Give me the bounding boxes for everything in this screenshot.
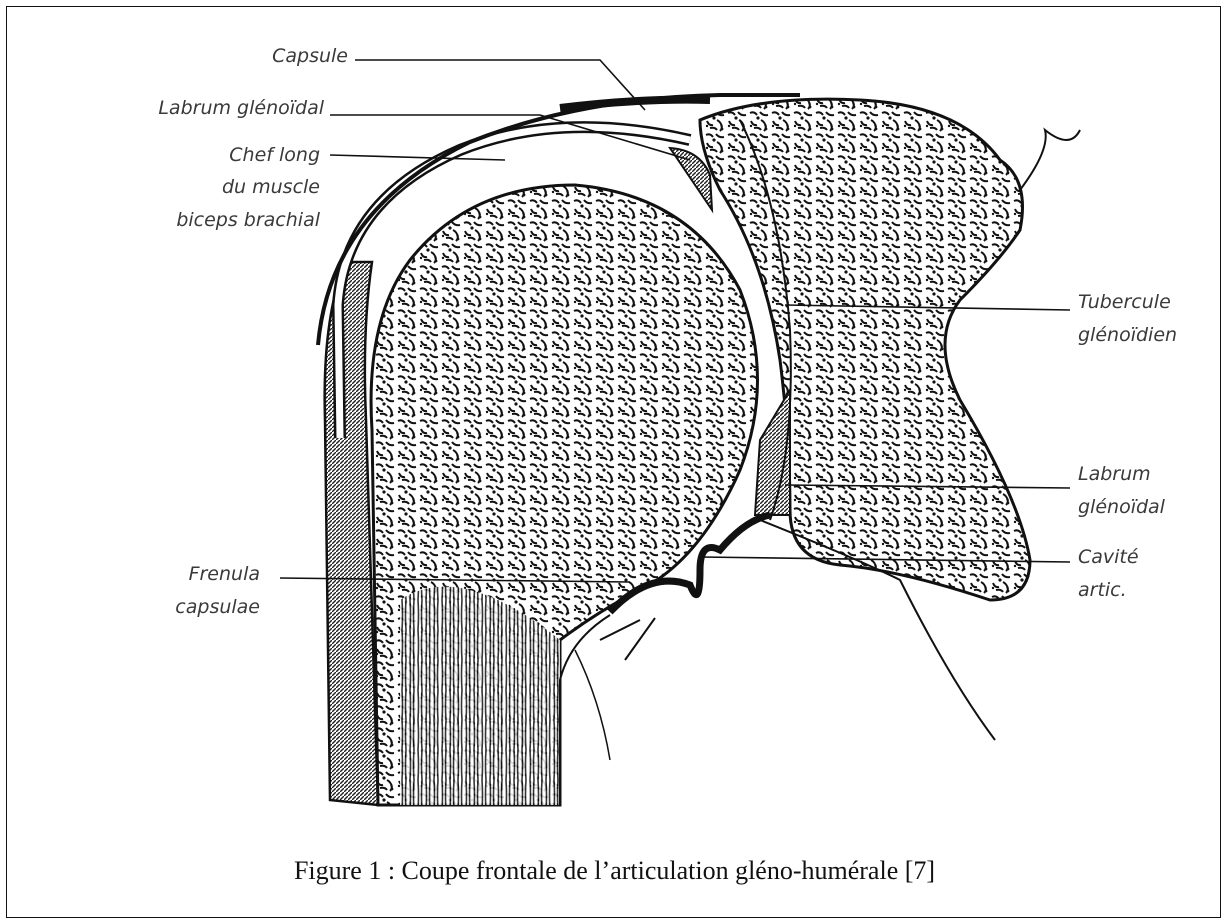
label-cavite-2: artic. [1078,578,1127,603]
label-chef-long-3: biceps brachial [110,208,320,233]
figure-caption: Figure 1 : Coupe frontale de l’articulat… [0,856,1229,886]
label-capsule: Capsule [200,44,348,69]
label-tubercule-1: Tubercule [1078,290,1171,315]
label-chef-long-2: du muscle [120,175,320,200]
label-chef-long-1: Chef long [120,143,320,168]
label-labrum-right-1: Labrum [1078,462,1151,487]
leader-chef-long [330,155,505,160]
scapula-edge [1020,130,1080,190]
label-labrum-right-2: glénoïdal [1078,495,1165,520]
label-cavite-1: Cavité [1078,545,1139,570]
label-frenula-1: Frenula [90,562,260,587]
label-labrum-top: Labrum glénoïdal [70,96,324,121]
label-frenula-2: capsulae [90,595,260,620]
label-tubercule-2: glénoïdien [1078,323,1177,348]
